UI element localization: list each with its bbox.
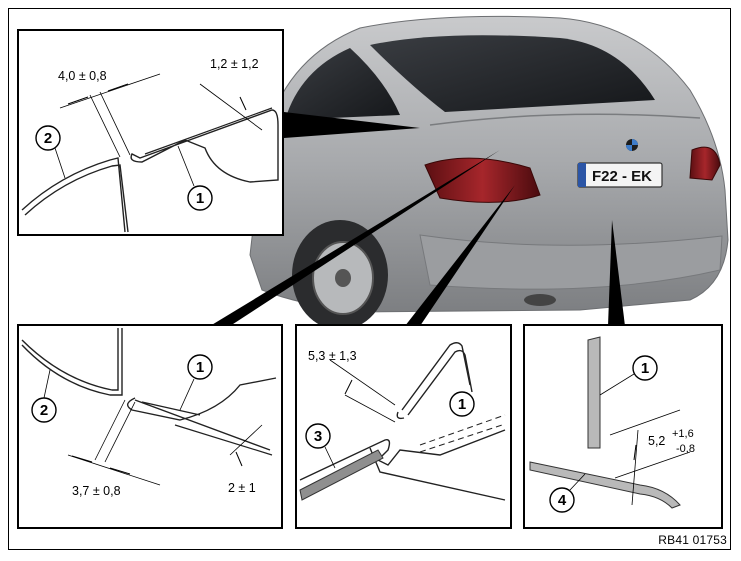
detail-a: 4,0 ± 0,8 1,2 ± 1,2 2 1 <box>17 29 284 236</box>
panel-1-outline <box>130 109 279 183</box>
right-taillight <box>689 146 721 181</box>
dim-flush-b: 2 ± 1 <box>228 481 256 495</box>
car-illustration: F22 - EK <box>210 15 729 330</box>
dim-gap-c: 5,3 ± 1,3 <box>308 349 357 363</box>
leader-a <box>284 112 420 138</box>
rear-wheel <box>292 220 388 330</box>
panel-3-shape <box>299 449 384 501</box>
dim-flush-a: 1,2 ± 1,2 <box>210 57 259 71</box>
detail-d: 5,2 +1,6 -0,8 1 4 <box>523 324 723 529</box>
callout-2-b-label: 2 <box>40 402 48 419</box>
bmw-logo-icon <box>626 139 638 151</box>
side-window <box>285 48 400 120</box>
dim-gap-a: 4,0 ± 0,8 <box>58 69 107 83</box>
panel-2-outline-b <box>21 328 123 396</box>
panel-1-outline-b <box>127 377 277 451</box>
rear-bumper <box>419 234 723 290</box>
leader-b <box>210 150 500 326</box>
dim-minus-d: -0,8 <box>676 443 695 455</box>
left-taillight <box>424 157 541 203</box>
detail-b: 3,7 ± 0,8 2 ± 1 2 1 <box>17 324 283 529</box>
callout-1-a-label: 1 <box>196 190 204 207</box>
callout-4-d <box>549 487 575 513</box>
rear-window <box>370 35 655 112</box>
callout-1-a <box>187 185 213 211</box>
leader-d <box>608 220 625 326</box>
detail-c: 5,3 ± 1,3 1 3 <box>295 324 512 529</box>
panel-2-outline <box>21 157 126 233</box>
dim-main-d: 5,2 <box>648 434 665 448</box>
callout-1-d-label: 1 <box>641 360 649 377</box>
callout-1-b <box>187 354 213 380</box>
callout-3-c-label: 3 <box>314 428 322 445</box>
callout-2-a <box>35 125 61 151</box>
dim-gap-b: 3,7 ± 0,8 <box>72 484 121 498</box>
leader-c <box>405 185 515 326</box>
callout-1-c <box>449 391 475 417</box>
panel-1-outline-c <box>401 342 473 416</box>
trunk-lid-edge <box>429 113 701 126</box>
callout-1-b-label: 1 <box>196 359 204 376</box>
document-id: RB41 01753 <box>658 533 727 547</box>
callout-2-a-label: 2 <box>44 130 52 147</box>
dim-plus-d: +1,6 <box>672 428 694 440</box>
plate-eu-strip <box>578 163 586 187</box>
license-plate-text: F22 - EK <box>592 168 652 185</box>
callout-1-d <box>632 355 658 381</box>
callout-3-c <box>305 423 331 449</box>
callout-1-c-label: 1 <box>458 396 466 413</box>
panel-4-shape <box>529 461 681 509</box>
callout-4-d-label: 4 <box>558 492 567 509</box>
panel-1-shape-d <box>587 336 601 449</box>
exhaust-tip <box>524 294 556 306</box>
